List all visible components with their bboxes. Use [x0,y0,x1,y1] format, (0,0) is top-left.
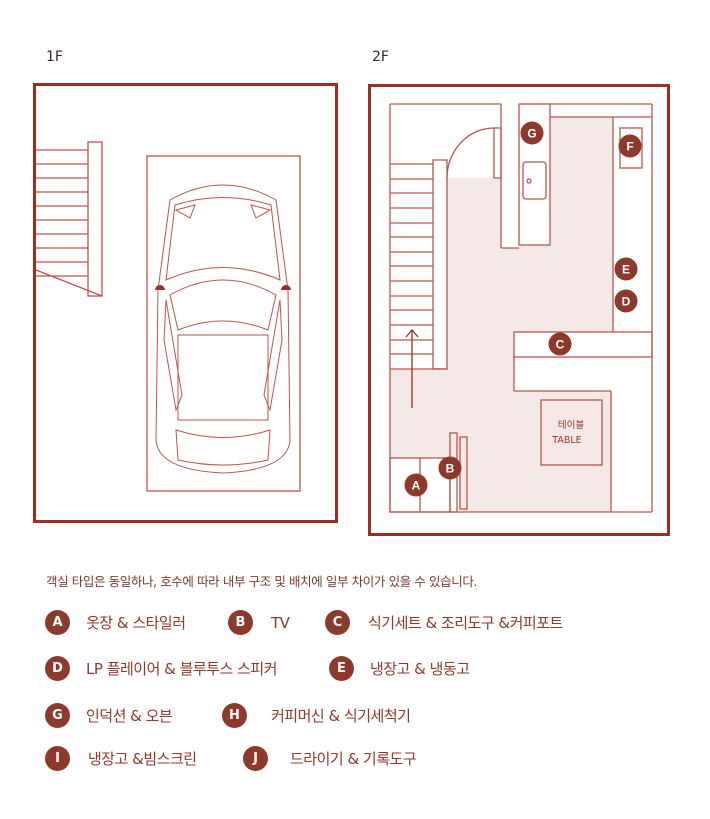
legend-badge: I [45,746,70,771]
legend-badge: C [325,610,350,635]
legend-label: LP 플레이어 & 블루투스 스피커 [86,660,277,678]
plan-drawing: 테이블 TABLE G F E D C B A [33,83,670,536]
legend-label: 드라이기 & 기록도구 [290,750,417,768]
floor-2f-label: 2F [372,49,389,65]
legend-label: 옷장 & 스타일러 [86,614,186,632]
legend-label: 냉장고 &빔스크린 [88,750,197,768]
marker-d: D [622,295,631,309]
floor-2f-plan [368,84,670,536]
layout-note: 객실 타입은 동일하나, 호수에 따라 내부 구조 및 배치에 일부 차이가 있… [46,574,478,589]
plan-markers: G F E D C B A [404,121,642,497]
legend-item-a: A 옷장 & 스타일러 [45,610,186,635]
marker-c: C [556,338,565,352]
legend-badge: E [329,656,354,681]
marker-f: F [626,140,633,154]
legend-badge: A [45,610,70,635]
legend-label: 식기세트 & 조리도구 &커피포트 [368,614,563,632]
stairs-1f [35,141,103,297]
legend-item-j: J 드라이기 & 기록도구 [243,746,417,771]
stair-arrow-icon [405,329,419,408]
legend-label: TV [271,613,290,632]
legend-label: 인덕션 & 오븐 [86,707,173,725]
table-label-en: TABLE [551,435,581,446]
counter-c [513,331,653,358]
kitchen-counter [518,103,551,246]
car-icon [155,184,291,474]
legend-item-g: G 인덕션 & 오븐 [45,703,173,728]
legend-label: 커피머신 & 식기세척기 [271,707,411,725]
marker-a: A [412,479,421,493]
legend-badge: B [228,610,253,635]
legend-item-b: B TV [228,610,290,635]
legend-label: 냉장고 & 냉동고 [370,660,470,678]
marker-g: G [527,127,536,141]
garage [146,155,301,492]
floor-area [390,117,613,512]
floor-1f-plan [33,83,338,523]
marker-b: B [446,462,455,476]
sink [522,161,547,200]
table [540,399,603,466]
door [446,127,502,179]
stairs-2f [390,159,448,370]
legend-item-h: H 커피머신 & 식기세척기 [222,703,411,728]
legend-item-c: C 식기세트 & 조리도구 &커피포트 [325,610,563,635]
table-label-ko: 테이블 [558,420,584,431]
legend-badge: D [45,656,70,681]
legend-item-e: E 냉장고 & 냉동고 [329,656,470,681]
marker-e: E [622,263,630,277]
legend-badge: G [45,703,70,728]
floor-1f-label: 1F [46,49,63,65]
legend-badge: J [243,746,268,771]
legend-item-i: I 냉장고 &빔스크린 [45,746,197,771]
legend-item-d: D LP 플레이어 & 블루투스 스피커 [45,656,277,681]
legend-badge: H [222,703,247,728]
